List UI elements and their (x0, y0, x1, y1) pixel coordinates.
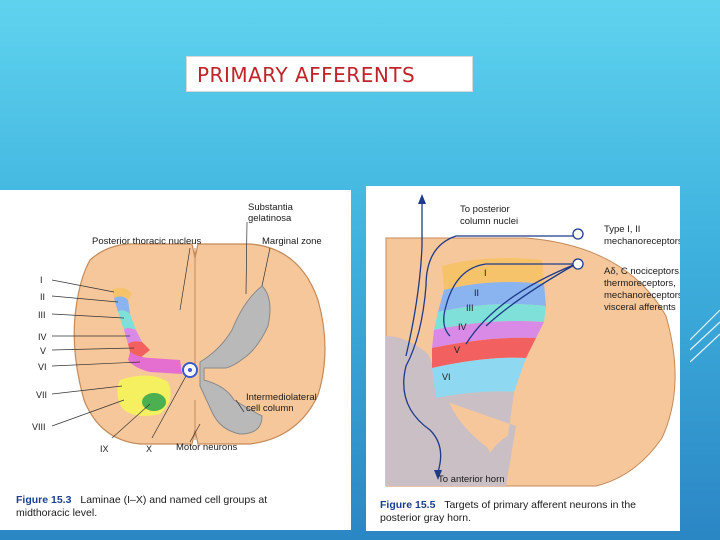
lamina-label-VI: VI (442, 372, 451, 382)
figure-15-5: To posterior column nuclei Type I, II me… (366, 186, 685, 531)
decorative-lines (690, 309, 720, 363)
lamina-label-II: II (474, 288, 479, 298)
label-nociceptors: Aδ, C nociceptors, (604, 266, 680, 277)
lamina-IV-region (124, 328, 142, 344)
label-mechanoreceptors-1: mechanoreceptors (604, 236, 680, 247)
receptor-nociceptor (572, 258, 584, 270)
lamina-label-X: X (146, 444, 152, 454)
caption-15-3-text: Laminae (I–X) and named cell groups at (80, 494, 267, 506)
label-column-nuclei: column nuclei (460, 216, 518, 227)
posterior-horn-targets-diagram: To posterior column nuclei Type I, II me… (380, 194, 685, 524)
label-substantia: Substantia (248, 202, 294, 213)
label-motor-neurons: Motor neurons (176, 442, 238, 453)
lamina-IV-band (432, 321, 544, 348)
lamina-II-band (438, 282, 546, 312)
caption-15-5-number: Figure 15.5 (380, 499, 436, 511)
lamina-I-band (442, 258, 544, 290)
lamina-label-II: II (40, 292, 45, 302)
lamina-VI-region (128, 352, 182, 374)
lamina-label-III: III (38, 310, 46, 320)
caption-15-3-line1: Figure 15.3 Laminae (I–X) and named cell… (16, 494, 267, 506)
label-posterior-thoracic-nucleus: Posterior thoracic nucleus (92, 236, 202, 247)
lamina-VI-band (432, 357, 526, 398)
gray-matter (386, 336, 506, 486)
lamina-label-I: I (484, 268, 487, 278)
caption-15-5-text: Targets of primary afferent neurons in t… (444, 499, 636, 511)
label-mechanoreceptors-2: mechanoreceptors, (604, 290, 680, 301)
label-visceral-afferents: visceral afferents (604, 302, 676, 313)
label-gelatinosa: gelatinosa (248, 213, 292, 224)
label-thermoreceptors: thermoreceptors, (604, 278, 676, 289)
label-to-anterior-horn: To anterior horn (438, 474, 505, 485)
lamina-IX-region (142, 393, 166, 411)
lamina-label-III: III (466, 303, 474, 313)
lamina-label-I: I (40, 275, 43, 285)
label-cell-column: cell column (246, 403, 294, 414)
lamina-label-V: V (40, 346, 46, 356)
lamina-label-VIII: VIII (32, 422, 46, 432)
afferent-axons (403, 202, 577, 473)
lamina-label-IV: IV (458, 322, 467, 332)
lamina-V-region (128, 341, 150, 358)
caption-15-5-line1: Figure 15.5 Targets of primary afferent … (380, 499, 636, 511)
lamina-I-region (112, 287, 132, 300)
lamina-label-VI: VI (38, 362, 47, 372)
arrow-down (434, 470, 442, 480)
slide-title-box: PRIMARY AFFERENTS (186, 56, 473, 92)
caption-15-5-line2: posterior gray horn. (380, 512, 471, 524)
label-intermediolateral: Intermediolateral (246, 392, 317, 403)
lamina-III-region (118, 310, 136, 330)
receptor-type-I-II (572, 228, 584, 240)
label-to-posterior: To posterior (460, 204, 510, 215)
lamina-label-IV: IV (38, 332, 47, 342)
lamina-VII-region (117, 375, 171, 416)
slide-title: PRIMARY AFFERENTS (197, 63, 416, 87)
caption-15-3-number: Figure 15.3 (16, 494, 72, 506)
lamina-label-VII: VII (36, 390, 47, 400)
ventral-gray (436, 391, 516, 486)
figure-15-3: Substantia gelatinosa Posterior thoracic… (0, 190, 351, 530)
lamina-V-band (432, 337, 536, 368)
leader-lines (51, 221, 271, 443)
arrow-up (418, 194, 426, 204)
lamina-III-band (434, 304, 546, 330)
lamina-label-IX: IX (100, 444, 109, 454)
label-marginal-zone: Marginal zone (262, 236, 322, 247)
gray-matter-right (199, 285, 271, 435)
label-type-I-II: Type I, II (604, 224, 640, 235)
lamina-II-region (114, 296, 130, 314)
caption-15-3-line2: midthoracic level. (16, 507, 97, 519)
lamina-label-V: V (454, 345, 460, 355)
spinal-cord-laminae-diagram: Substantia gelatinosa Posterior thoracic… (16, 202, 326, 519)
